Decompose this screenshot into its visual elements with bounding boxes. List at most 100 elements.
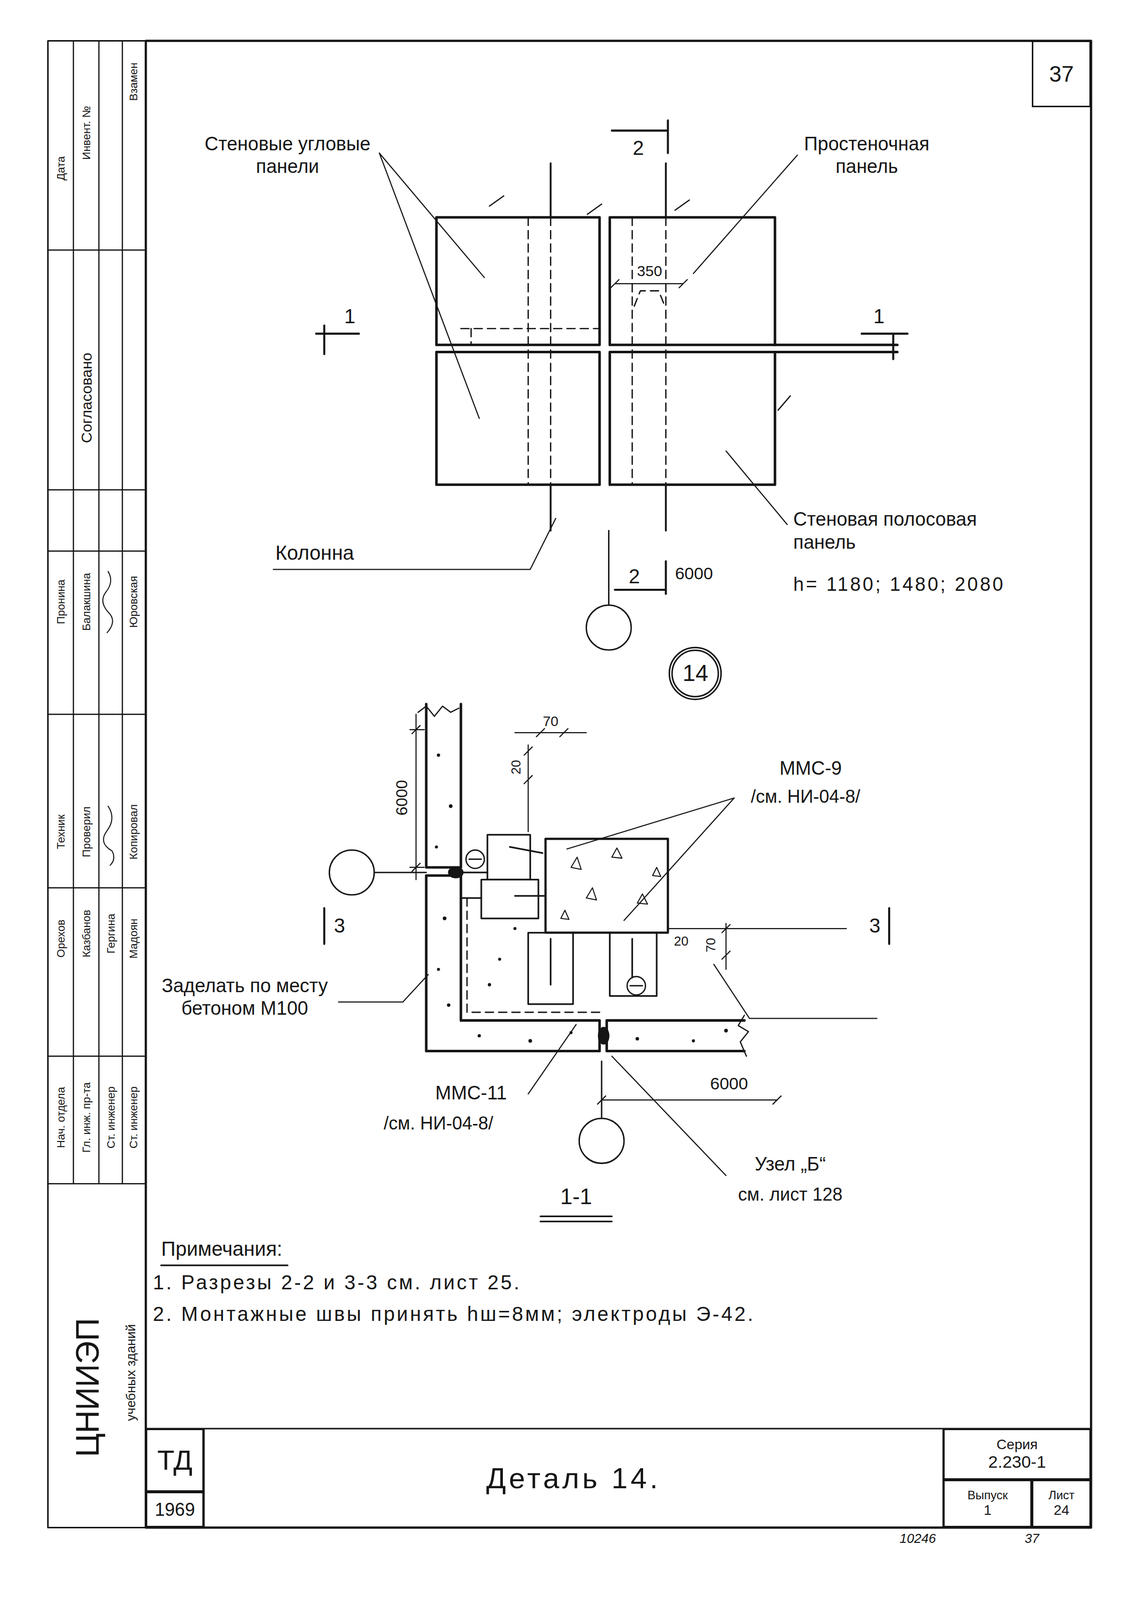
dimension-line: [523, 744, 532, 832]
sheet-frame: [48, 40, 146, 1527]
section-mark-line: [861, 333, 908, 360]
stamp-field: Проверил: [81, 805, 93, 857]
concrete-hatch: [528, 1038, 532, 1042]
dimension-line: [667, 927, 846, 929]
stamp-name: Юровская: [128, 576, 140, 628]
break-mark: [418, 705, 749, 1056]
column-outline: [550, 163, 666, 531]
part-label: ММС-9: [779, 756, 842, 780]
sheet-frame: [48, 40, 1092, 1527]
section-title-underline: [161, 1264, 288, 1266]
wall-panel: [436, 217, 600, 346]
axis-marker: [329, 530, 632, 1164]
hidden-line: [460, 217, 666, 485]
box-text: Серия2.230-1: [988, 1436, 1046, 1471]
wall-panel: [774, 344, 898, 352]
organization-name: ЦНИИЭП: [71, 1317, 104, 1458]
embedded-part: [487, 834, 531, 880]
wall-panel-section: [426, 703, 461, 868]
hidden-line: [460, 328, 600, 346]
instruction-note: Заделать по месту бетоном М100: [155, 974, 334, 1020]
signature: [103, 805, 115, 866]
weld-symbol: [448, 849, 646, 1044]
section-mark: 3: [869, 913, 881, 938]
reference-note: /см. НИ-04-8/: [383, 1111, 494, 1134]
stamp-field: Инвент. №: [81, 105, 93, 160]
leader-line: [566, 797, 735, 920]
box-label: 14: [682, 660, 709, 687]
notes-heading: Примечания:: [161, 1236, 283, 1261]
section-mark-line: [615, 560, 667, 594]
section-title-underline: [540, 1215, 613, 1221]
concrete-hatch: [442, 916, 447, 920]
panel-label: Простеночная панель: [790, 132, 944, 179]
axis-marker: [374, 871, 427, 874]
panel-label: Стеновые угловые панели: [190, 132, 385, 179]
section-title: 1-1: [559, 1183, 593, 1210]
concrete-hatch: [434, 753, 728, 1043]
leader-line: [273, 152, 798, 1175]
axis-marker: [579, 1117, 625, 1164]
dimension-line: [610, 279, 688, 288]
section-mark: 3: [334, 913, 346, 938]
hidden-line: [528, 217, 667, 485]
box-label: ТД: [157, 1444, 193, 1476]
stamp-field: Копировал: [128, 803, 140, 860]
break-mark: [418, 705, 459, 716]
signature: [102, 571, 114, 865]
stamp-name: Гергина: [105, 913, 117, 954]
box-label: Серия: [996, 1436, 1038, 1452]
embedded-part: [460, 872, 488, 898]
section-mark: 2: [628, 563, 640, 589]
sheet-frame: [145, 40, 1091, 1527]
concrete-hatch: [513, 926, 517, 930]
section-mark-line: [323, 907, 326, 944]
section-title-underline: [161, 1215, 613, 1265]
stamp-field: Нач. отдела: [55, 1086, 67, 1148]
concrete-hatch: [724, 1028, 728, 1032]
concrete-hatch: [569, 1030, 573, 1034]
dimension-line: [514, 728, 587, 737]
wall-panel-section: [606, 1019, 745, 1051]
leader-line: [379, 152, 485, 418]
node-reference: Узел „Б“: [754, 1152, 826, 1176]
section-mark: 1: [873, 304, 885, 329]
page-number: 37: [1024, 1530, 1040, 1546]
note: 1. Разрезы 2-2 и 3-3 см. лист 25.: [152, 1269, 522, 1294]
drawing-title: Деталь 14.: [203, 1428, 944, 1528]
embedded-part: [609, 932, 657, 996]
signature: [102, 571, 113, 633]
stamp-field: Согласовано: [79, 352, 95, 443]
detail-callout-circle: 14: [667, 645, 723, 701]
column-outline: [550, 163, 666, 531]
dimension: 350: [637, 261, 663, 280]
stamp-name: Балакшина: [81, 573, 93, 632]
stamp-field: Ст. инженер: [128, 1085, 140, 1149]
stamp-field: Ст. инженер: [105, 1085, 117, 1149]
series-cell: Серия2.230-1: [943, 1428, 1091, 1480]
stamp-name: Орехов: [55, 919, 67, 958]
hidden-line: [466, 897, 600, 1012]
box-label: 24: [1053, 1501, 1070, 1518]
stamp-field: Гл. инж. пр-та: [81, 1081, 93, 1153]
dimension: 6000: [393, 779, 410, 816]
section-mark: 1: [344, 304, 356, 329]
box-text: Лист24: [1048, 1488, 1075, 1518]
concrete-hatch: [477, 1033, 482, 1038]
concrete-hatch: [487, 982, 492, 987]
leader-line: [528, 1024, 577, 1094]
column-section: [545, 838, 668, 933]
archive-number: 10246: [899, 1530, 936, 1546]
break-mark: [489, 195, 791, 411]
wall-panel: [609, 352, 775, 485]
section-mark: 2: [632, 135, 644, 160]
leader-line: [725, 450, 787, 525]
section-mark-line: [316, 325, 360, 355]
axis-marker: [586, 605, 632, 651]
concrete-hatch: [446, 1002, 451, 1007]
wall-panel: [436, 352, 600, 485]
reference-note: /см. НИ-04-8/: [750, 785, 861, 807]
embedded-part: [481, 879, 539, 918]
weld-symbol: [630, 984, 643, 987]
wall-panel-section: [426, 875, 600, 1051]
